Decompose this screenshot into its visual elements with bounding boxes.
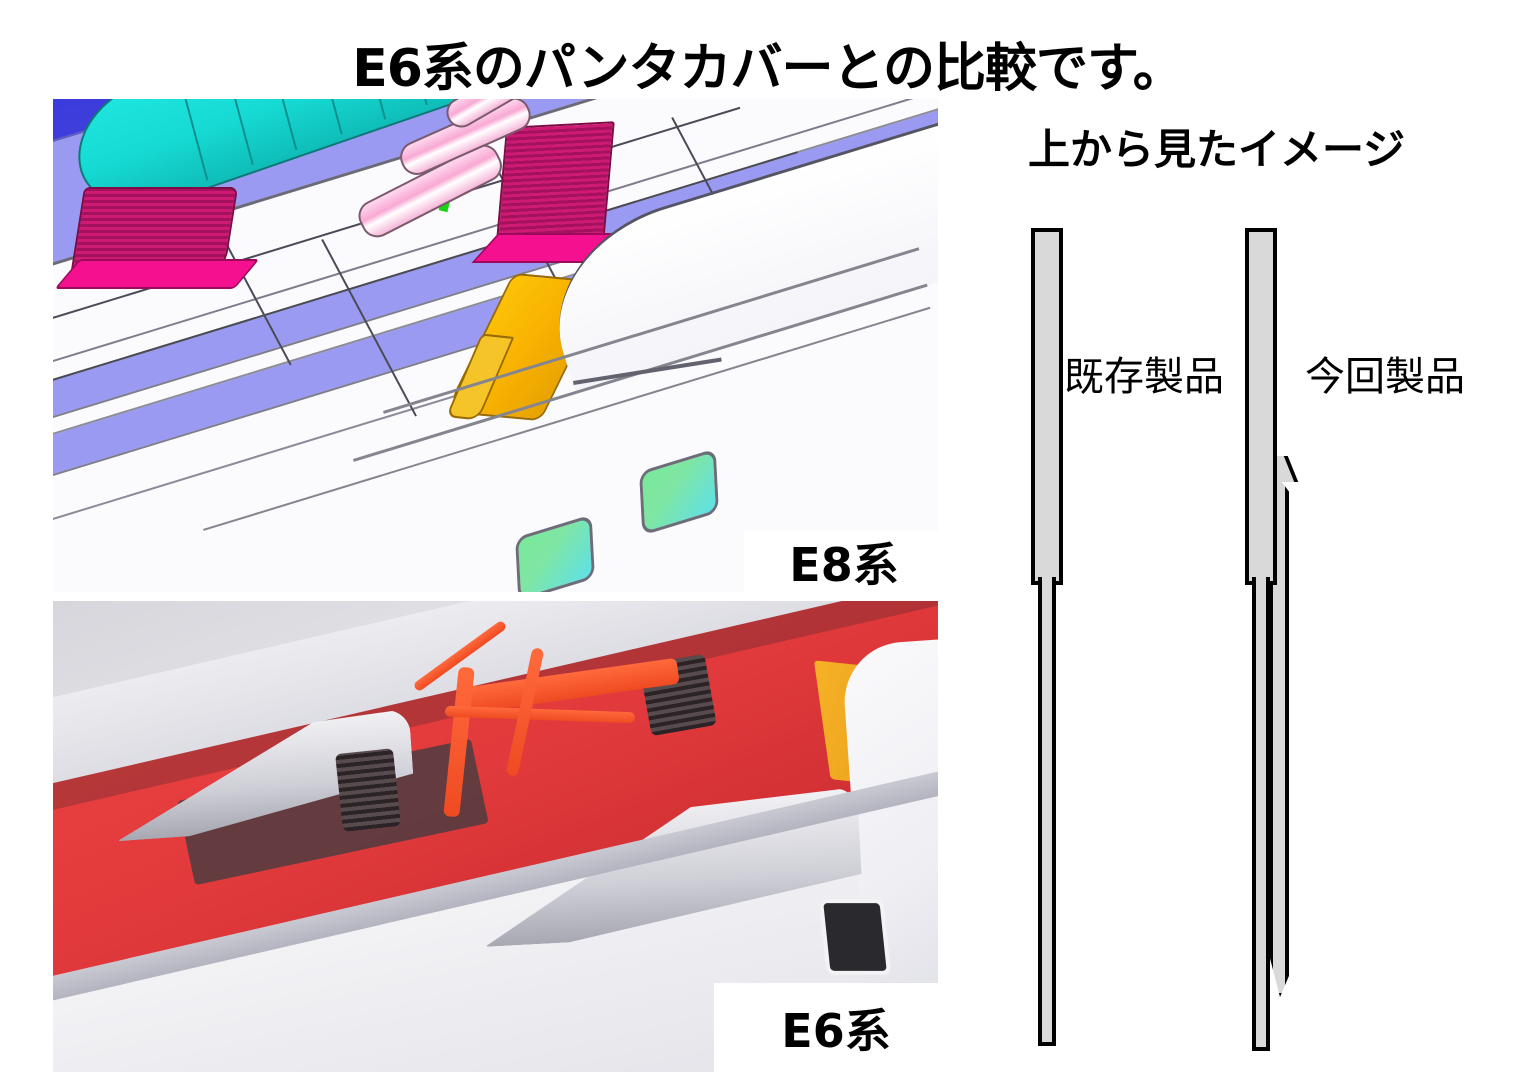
page-title: E6系のパンタカバーとの比較です。 — [352, 39, 1185, 99]
current-product-label: 今回製品 — [1305, 354, 1465, 400]
current-product-bar-head — [1245, 228, 1277, 585]
existing-product-bar-head — [1031, 228, 1063, 585]
e8-cad-image — [53, 99, 938, 592]
existing-product-bar-stem — [1038, 577, 1056, 1046]
current-product-bar-stem — [1252, 577, 1270, 1051]
photo-window — [818, 899, 892, 975]
existing-product-label: 既存製品 — [1064, 354, 1224, 400]
photo-insulator-1 — [335, 748, 401, 832]
cad-insulator-block-right — [495, 121, 615, 251]
label-e6: E6系 — [714, 983, 958, 1072]
cad-insulator-base-left — [54, 259, 260, 289]
top-view-diagram: 上から見たイメージ 既存製品 今回製品 — [960, 99, 1536, 1072]
diagram-title: 上から見たイメージ — [1028, 125, 1406, 174]
label-e8: E8系 — [744, 531, 944, 593]
